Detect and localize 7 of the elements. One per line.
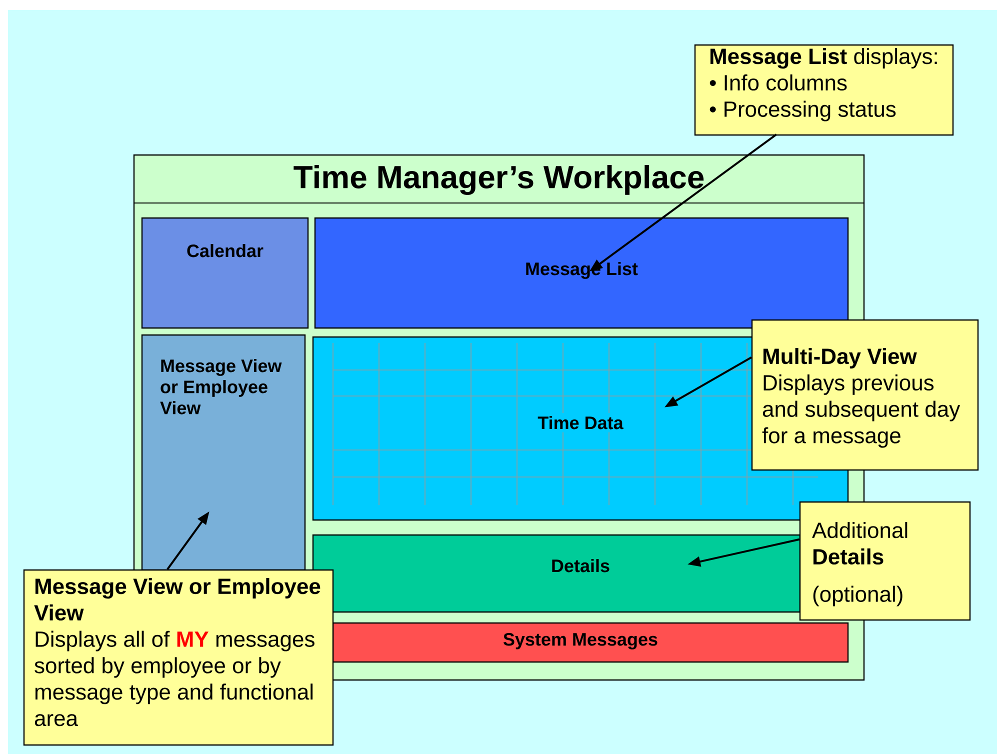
callout-box: Message View or Employee View Displays all of MY messages sorted by employee or by message type and functional area	[23, 569, 334, 746]
view-pane: Message View or Employee View	[141, 334, 306, 571]
calendar-pane: Calendar	[141, 217, 309, 329]
system-messages-bar: System Messages	[332, 622, 849, 663]
callout-box: Message List displays: • Info columns • Processing status	[694, 44, 954, 136]
callout-box: Additional Details (optional)	[799, 501, 971, 621]
callout-box: Multi-Day View Displays previous and subsequent day for a message	[751, 319, 979, 471]
